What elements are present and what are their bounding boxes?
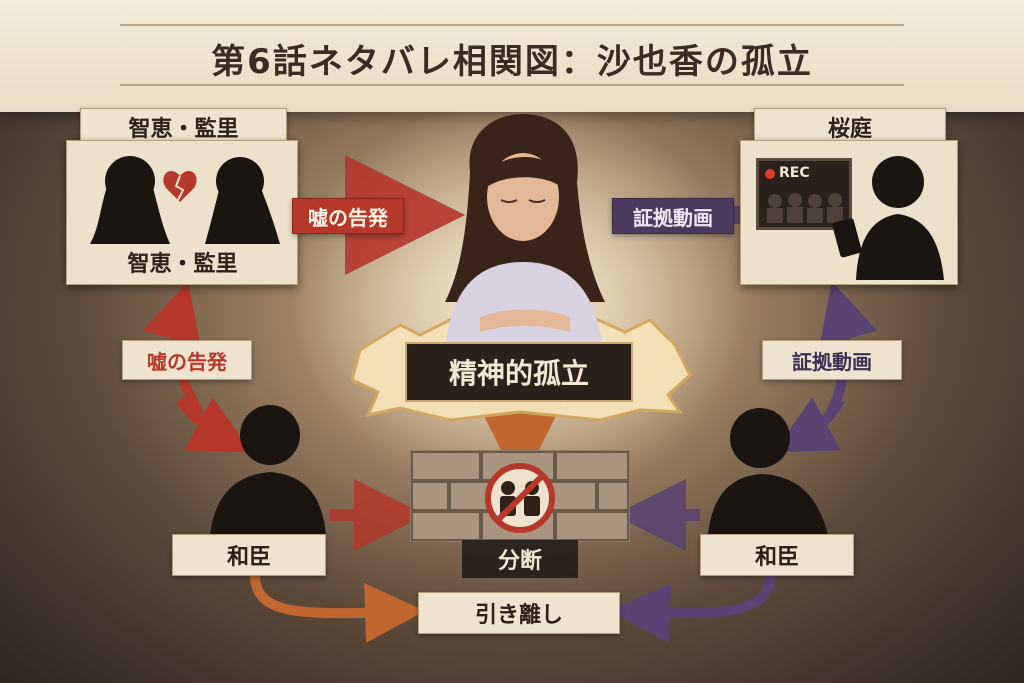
top-left-caption: 智恵・監里 [127,252,238,277]
edge-label-left-vertical: 嘘の告発 [122,340,252,380]
banner-rule-bottom [120,84,904,86]
page-title: 第6話ネタバレ相関図：沙也香の孤立 [211,42,813,82]
phone-icon [832,218,862,258]
crowd-silhouettes [767,193,843,223]
banner-rule-top [120,24,904,26]
brick-wall [410,450,630,542]
top-left-header: 智恵・監里 [80,108,287,146]
wall-label-division: 分断 [462,540,578,578]
center-woman-figure [445,114,605,352]
arrow-right-vertical-down [773,397,845,453]
two-women-silhouettes [90,156,280,244]
rec-badge: REC [779,165,810,181]
arrow-left-to-separation [250,574,425,643]
arrow-right-to-separation [610,574,775,644]
man-with-phone-silhouette [832,156,944,280]
video-screen: REC [756,158,852,230]
right-person-label: 和臣 [700,534,854,576]
title-banner [0,0,1024,112]
no-contact-icon [485,463,555,533]
right-man-silhouette [708,408,828,535]
left-man-silhouette [210,405,326,535]
record-dot-icon [765,169,775,179]
center-label-isolation: 精神的孤立 [405,342,633,402]
arrow-left-vertical-down [176,396,252,453]
edge-label-top-right: 証拠動画 [612,198,734,234]
left-person-label: 和臣 [172,534,326,576]
bottom-label-separation: 引き離し [418,592,620,634]
edge-label-right-vertical: 証拠動画 [762,340,902,380]
edge-label-top-left: 嘘の告発 [292,198,404,234]
broken-heart-icon [163,171,197,202]
